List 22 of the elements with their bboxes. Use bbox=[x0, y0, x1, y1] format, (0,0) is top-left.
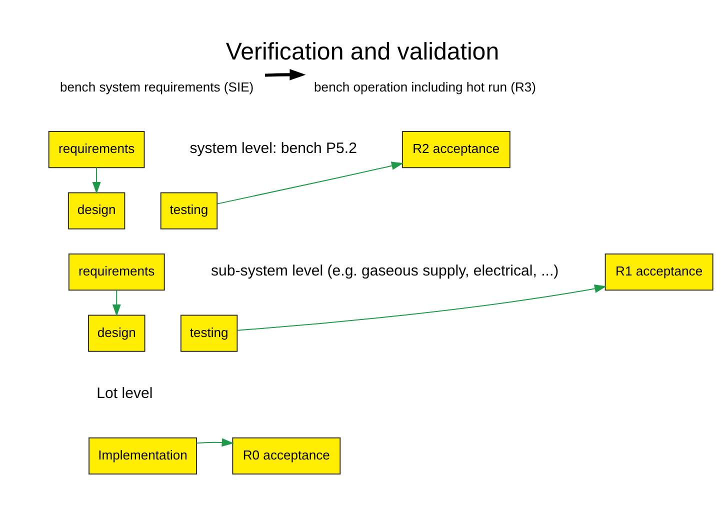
arrow bbox=[112, 290, 121, 317]
node-box: testing bbox=[160, 192, 218, 230]
node-text: bench operation including hot run (R3) bbox=[314, 80, 536, 95]
node-box: requirements bbox=[68, 254, 165, 291]
node-box: requirements bbox=[48, 130, 145, 168]
arrow bbox=[92, 168, 101, 194]
arrow bbox=[217, 162, 404, 204]
label: sub-system level (e.g. gaseous supply, electrical, ...) bbox=[211, 262, 559, 280]
node-box: Implementation bbox=[88, 437, 197, 474]
node-box: design bbox=[68, 192, 126, 230]
label: system level: bench P5.2 bbox=[190, 140, 357, 158]
diagram-title: Verification and validation bbox=[226, 38, 500, 66]
node-text: bench system requirements (SIE) bbox=[60, 80, 254, 95]
node-box: R0 acceptance bbox=[232, 437, 341, 474]
node-box: testing bbox=[180, 314, 238, 352]
arrow bbox=[264, 69, 306, 80]
arrow bbox=[196, 438, 234, 447]
node-box: R2 acceptance bbox=[402, 130, 510, 168]
node-box: design bbox=[88, 314, 146, 352]
node-box: R1 acceptance bbox=[604, 254, 714, 291]
label: Lot level bbox=[96, 385, 153, 402]
arrow bbox=[238, 284, 607, 331]
